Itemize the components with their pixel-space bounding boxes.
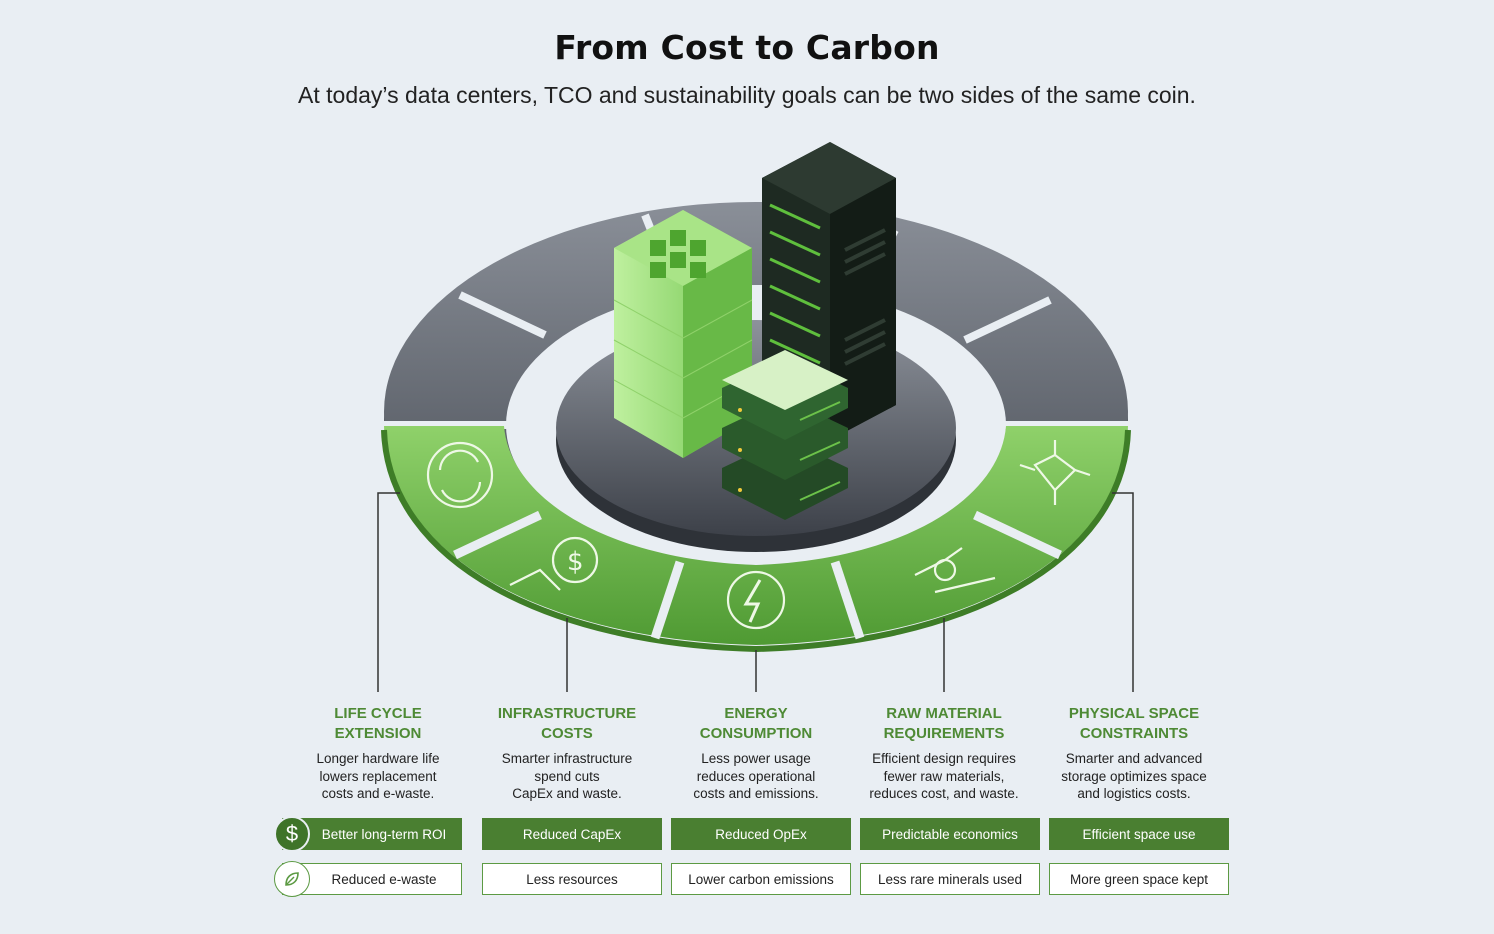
dollar-icon: $ [274, 816, 310, 852]
connector-lines [377, 492, 1134, 692]
category-description: Longer hardware life lowers replacement … [316, 751, 440, 801]
carbon-benefit-badge: Lower carbon emissions [671, 863, 851, 895]
category-life-cycle: LIFE CYCLE EXTENSION Longer hardware lif… [283, 704, 473, 805]
category-raw-material: RAW MATERIAL REQUIREMENTS Efficient desi… [849, 704, 1039, 805]
category-infrastructure: INFRASTRUCTURE COSTS Smarter infrastruct… [472, 704, 662, 805]
compress-arrows-icon [1019, 440, 1091, 505]
leaf-glyph [285, 872, 299, 886]
category-physical-space: PHYSICAL SPACE CONSTRAINTS Smarter and a… [1039, 704, 1229, 805]
category-heading: LIFE CYCLE EXTENSION [334, 705, 422, 742]
carbon-benefit-badge: More green space kept [1049, 863, 1229, 895]
category-description: Smarter infrastructure spend cuts CapEx … [501, 751, 633, 801]
carbon-benefit-badge: Less resources [482, 863, 662, 895]
category-description: Efficient design requires fewer raw mate… [869, 751, 1019, 801]
cost-benefit-badge: Predictable economics [860, 818, 1040, 850]
carbon-benefit-badge: Reduced e-waste [282, 863, 462, 895]
carbon-benefit-badge: Less rare minerals used [860, 863, 1040, 895]
dollar-symbol: $ [285, 821, 299, 846]
page-title: From Cost to Carbon [554, 28, 940, 67]
page-subtitle: At today’s data centers, TCO and sustain… [298, 82, 1196, 108]
lightning-cycle-icon [726, 570, 786, 630]
category-heading: ENERGY CONSUMPTION [699, 705, 813, 742]
category-heading: PHYSICAL SPACE CONSTRAINTS [1068, 705, 1200, 742]
cost-benefit-badge: Reduced OpEx [671, 818, 851, 850]
category-energy: ENERGY CONSUMPTION Less power usage redu… [661, 704, 851, 805]
cost-benefit-badge: Efficient space use [1049, 818, 1229, 850]
category-heading: RAW MATERIAL REQUIREMENTS [883, 705, 1005, 742]
category-description: Smarter and advanced storage optimizes s… [1061, 751, 1207, 801]
dollar-chart-icon: $ [509, 536, 599, 591]
green-storage-tower [613, 210, 753, 458]
recycle-gear-icon [426, 441, 494, 509]
svg-text:$: $ [567, 547, 584, 577]
cost-benefit-badge: Better long-term ROI [282, 818, 462, 850]
server-stack [722, 350, 848, 520]
leaf-icon [274, 861, 310, 897]
category-heading: INFRASTRUCTURE COSTS [497, 705, 637, 742]
category-description: Less power usage reduces operational cos… [693, 751, 819, 801]
ring-green-edge [381, 429, 1131, 653]
robot-arm-icon [914, 547, 996, 594]
ring-green-gaps [453, 510, 1062, 640]
cost-benefit-badge: Reduced CapEx [482, 818, 662, 850]
